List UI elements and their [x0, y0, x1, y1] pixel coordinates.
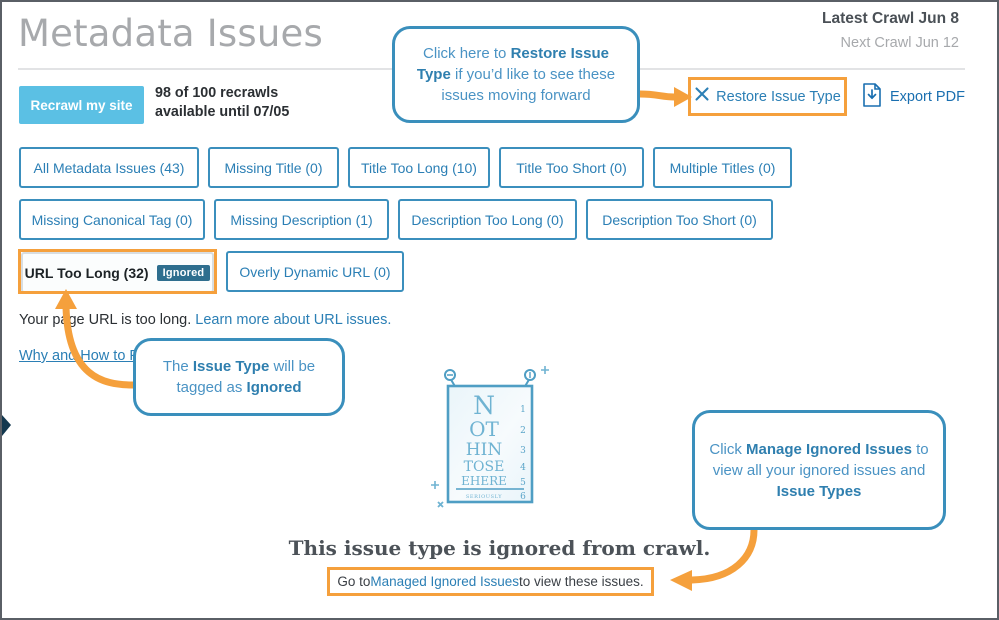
export-pdf-button[interactable]: Export PDF	[862, 82, 965, 112]
issue-description-text: Your page URL is too long.	[19, 312, 196, 328]
callout-ignored-tag: The Issue Type will be tagged as Ignored	[133, 338, 345, 416]
callout-manage-text: Click Manage Ignored Issues to view all …	[709, 440, 929, 500]
goto-prefix: Go to	[337, 574, 371, 589]
svg-text:2: 2	[520, 426, 526, 436]
callout-ignored-text: The Issue Type will be tagged as Ignored	[162, 358, 316, 396]
status-badge-ignored: Ignored	[156, 264, 211, 281]
recrawl-quota-line1: 98 of 100 recrawls	[155, 85, 279, 101]
svg-text:TOSE: TOSE	[464, 459, 505, 475]
chip-title-too-long[interactable]: Title Too Long (10)	[348, 147, 490, 188]
export-pdf-label: Export PDF	[890, 89, 965, 105]
chip-missing-title[interactable]: Missing Title (0)	[208, 147, 339, 188]
issue-description: Your page URL is too long. Learn more ab…	[19, 312, 391, 328]
learn-more-link[interactable]: Learn more about URL issues.	[195, 312, 392, 328]
empty-state-title: This issue type is ignored from crawl.	[288, 536, 711, 560]
close-x-icon	[694, 86, 710, 107]
svg-text:EHERE: EHERE	[461, 474, 507, 488]
svg-text:SERIOUSLY: SERIOUSLY	[466, 494, 502, 500]
why-and-how-to-fix-link[interactable]: Why and How to F	[19, 348, 139, 364]
chip-multiple-titles[interactable]: Multiple Titles (0)	[653, 147, 792, 188]
eye-chart-illustration: N OT HIN TOSE EHERE SERIOUSLY 1 2 3 4 5 …	[426, 362, 561, 517]
callout-restore-issue-type: Click here to Restore Issue Type if you’…	[392, 26, 640, 123]
goto-managed-ignored-issues-box[interactable]: Go to Managed Ignored Issues to view the…	[327, 567, 654, 596]
chip-missing-canonical-tag[interactable]: Missing Canonical Tag (0)	[19, 199, 205, 240]
svg-text:6: 6	[520, 492, 526, 502]
callout-restore-text: Click here to Restore Issue Type if you’…	[416, 45, 616, 104]
chip-url-too-long[interactable]: URL Too Long (32) Ignored	[21, 252, 214, 293]
goto-suffix: to view these issues.	[519, 574, 644, 589]
svg-text:HIN: HIN	[466, 440, 503, 460]
chip-description-too-short[interactable]: Description Too Short (0)	[586, 199, 773, 240]
page-title: Metadata Issues	[18, 12, 323, 55]
svg-text:1: 1	[520, 405, 526, 415]
latest-crawl-label: Latest Crawl Jun 8	[822, 10, 959, 27]
next-crawl-label: Next Crawl Jun 12	[840, 35, 959, 51]
managed-ignored-issues-link[interactable]: Managed Ignored Issues	[370, 574, 520, 589]
svg-text:5: 5	[520, 478, 526, 488]
chip-url-too-long-label: URL Too Long (32)	[24, 264, 149, 281]
chip-missing-description[interactable]: Missing Description (1)	[214, 199, 389, 240]
callout-manage-ignored: Click Manage Ignored Issues to view all …	[692, 410, 946, 530]
recrawl-quota-line2: available until 07/05	[155, 104, 290, 120]
recrawl-quota-text: 98 of 100 recrawls available until 07/05	[155, 84, 289, 122]
chip-overly-dynamic-url[interactable]: Overly Dynamic URL (0)	[226, 251, 404, 292]
chip-all-metadata-issues[interactable]: All Metadata Issues (43)	[19, 147, 199, 188]
svg-text:OT: OT	[469, 417, 499, 441]
chip-description-too-long[interactable]: Description Too Long (0)	[398, 199, 577, 240]
svg-text:4: 4	[520, 463, 526, 473]
restore-issue-type-button[interactable]: Restore Issue Type	[688, 77, 847, 116]
download-document-icon	[862, 82, 882, 112]
recrawl-my-site-button[interactable]: Recrawl my site	[19, 86, 144, 124]
restore-issue-type-label: Restore Issue Type	[716, 88, 841, 105]
svg-text:N: N	[473, 391, 495, 420]
svg-text:3: 3	[520, 446, 526, 456]
chip-title-too-short[interactable]: Title Too Short (0)	[499, 147, 644, 188]
